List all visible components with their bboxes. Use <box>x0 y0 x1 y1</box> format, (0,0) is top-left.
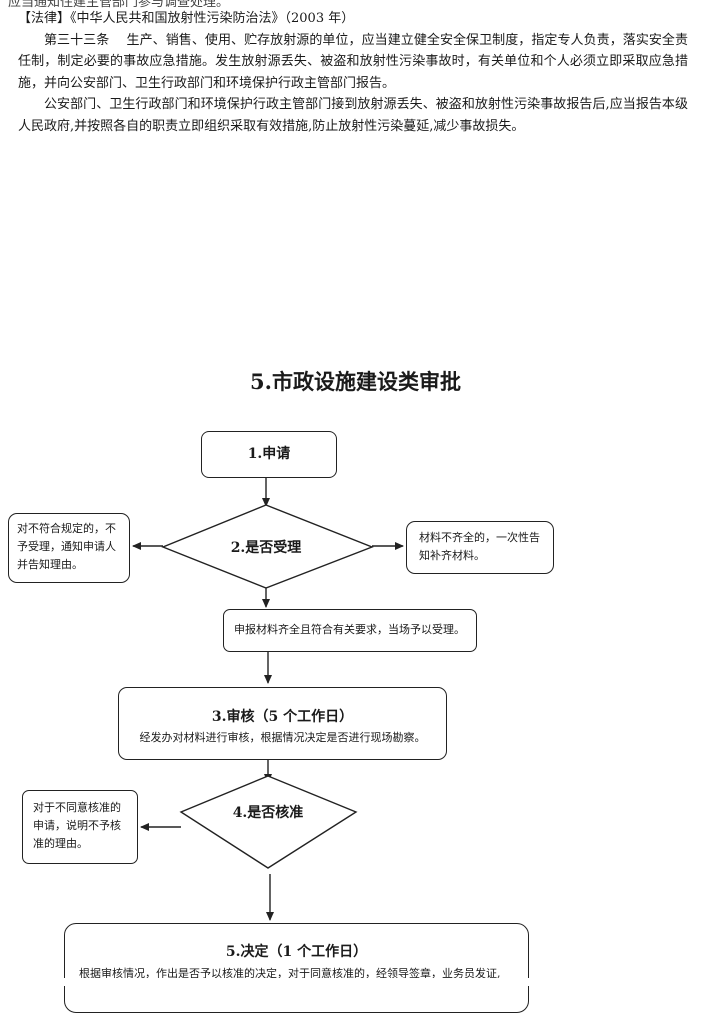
reject-note-text: 对不符合规定的，不予受理，通知申请人并告知理由。 <box>17 522 116 571</box>
step5-desc: 根据审核情况，作出是否予以核准的决定，对于同意核准的，经领导签章，业务员发证, <box>79 967 501 980</box>
step5-title: 5.决定（1 个工作日） <box>225 944 368 960</box>
law-article-paragraph: 第三十三条 生产、销售、使用、贮存放射源的单位，应当建立健全安全保卫制度，指定专… <box>18 32 688 91</box>
law-report-paragraph: 公安部门、卫生行政部门和环境保护行政主管部门接到放射源丢失、被盗和放射性污染事故… <box>18 97 688 134</box>
step1-box: 1.申请 <box>201 431 337 478</box>
decision2-diamond <box>179 775 358 869</box>
cut-off-text-line: 应当通知住建主管部门参与调查处理。 <box>8 0 230 10</box>
reject-note-box: 对不符合规定的，不予受理，通知申请人并告知理由。 <box>8 513 130 583</box>
deny-note-box: 对于不同意核准的申请，说明不予核准的理由。 <box>22 790 138 864</box>
flowchart-title: 5.市政设施建设类审批 <box>250 369 461 394</box>
step3-title: 3.审核（5 个工作日） <box>211 709 354 725</box>
step5-box: 5.决定（1 个工作日） 根据审核情况，作出是否予以核准的决定，对于同意核准的，… <box>64 923 529 1013</box>
decision1-label: 2.是否受理 <box>230 540 302 556</box>
page-bottom-edge <box>0 978 711 986</box>
law-heading: 【法律】《中华人民共和国放射性污染防治法》（2003 年） <box>18 11 355 26</box>
incomplete-note-text: 材料不齐全的，一次性告知补齐材料。 <box>419 531 540 562</box>
incomplete-note-box: 材料不齐全的，一次性告知补齐材料。 <box>406 521 554 574</box>
step3-desc: 经发办对材料进行审核，根据情况决定是否进行现场勘察。 <box>139 731 426 744</box>
law-excerpt: 【法律】《中华人民共和国放射性污染防治法》（2003 年） 第三十三条 生产、销… <box>18 8 688 137</box>
decision2-label: 4.是否核准 <box>232 805 304 821</box>
accept-note-text: 申报材料齐全且符合有关要求，当场予以受理。 <box>234 623 465 636</box>
flowchart-connectors <box>132 478 404 921</box>
step3-box: 3.审核（5 个工作日） 经发办对材料进行审核，根据情况决定是否进行现场勘察。 <box>118 687 447 760</box>
step1-label: 1.申请 <box>247 446 291 462</box>
accept-note-box: 申报材料齐全且符合有关要求，当场予以受理。 <box>223 609 477 652</box>
deny-note-text: 对于不同意核准的申请，说明不予核准的理由。 <box>33 801 121 850</box>
